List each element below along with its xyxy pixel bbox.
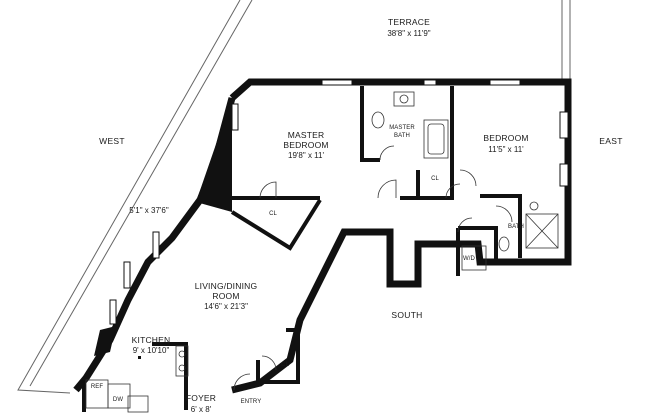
east-direction: EAST <box>599 136 623 146</box>
bedroom-label: BEDROOM <box>483 133 529 143</box>
kitchen-fixtures <box>85 345 189 413</box>
master-bedroom-label-2: BEDROOM <box>283 140 329 150</box>
master-bedroom-dimensions: 19'8" x 11' <box>288 151 324 160</box>
master-bath-label-1: MASTER <box>389 125 415 131</box>
foyer-label: FOYER <box>185 393 217 403</box>
closet-label-foyer: CL <box>281 362 289 368</box>
bath-label: BATH <box>508 224 524 230</box>
living-dining-dimensions: 14'6" x 21'3" <box>204 302 248 311</box>
interior-walls <box>82 86 522 412</box>
wall-pier-2 <box>94 326 116 356</box>
master-bath-fixtures <box>371 91 449 159</box>
living-dining-label-1: LIVING/DINING <box>194 281 258 291</box>
west-terrace-dimensions: 5'1" x 37'6" <box>129 206 169 215</box>
living-dining-label-2: ROOM <box>212 291 240 301</box>
south-direction: SOUTH <box>391 310 423 320</box>
entry-label: ENTRY <box>240 399 262 405</box>
kitchen-marker <box>138 356 141 359</box>
terrace-outline <box>17 0 571 394</box>
terrace-dimensions: 38'8" x 11'9" <box>387 29 431 38</box>
master-bath-label-2: BATH <box>394 133 410 139</box>
door-swings <box>233 145 513 391</box>
closet-label-master: CL <box>269 211 277 217</box>
foyer-dimensions: 6' x 8' <box>190 405 212 414</box>
wall-pier <box>196 98 232 212</box>
west-direction: WEST <box>99 136 125 146</box>
kitchen-dimensions: 9' x 10'10" <box>132 346 170 355</box>
kitchen-label: KITCHEN <box>131 335 171 345</box>
windows <box>109 79 569 325</box>
closet-label-bedroom: CL <box>431 176 439 182</box>
master-bedroom-label-1: MASTER <box>287 130 325 140</box>
refrigerator-label: REF <box>90 384 104 390</box>
terrace-label: TERRACE <box>387 17 431 27</box>
dishwasher-label: DW <box>112 397 124 403</box>
bedroom-dimensions: 11'5" x 11' <box>488 145 524 154</box>
bath-fixtures <box>461 201 559 271</box>
washer-dryer-label: W/D <box>463 256 475 262</box>
